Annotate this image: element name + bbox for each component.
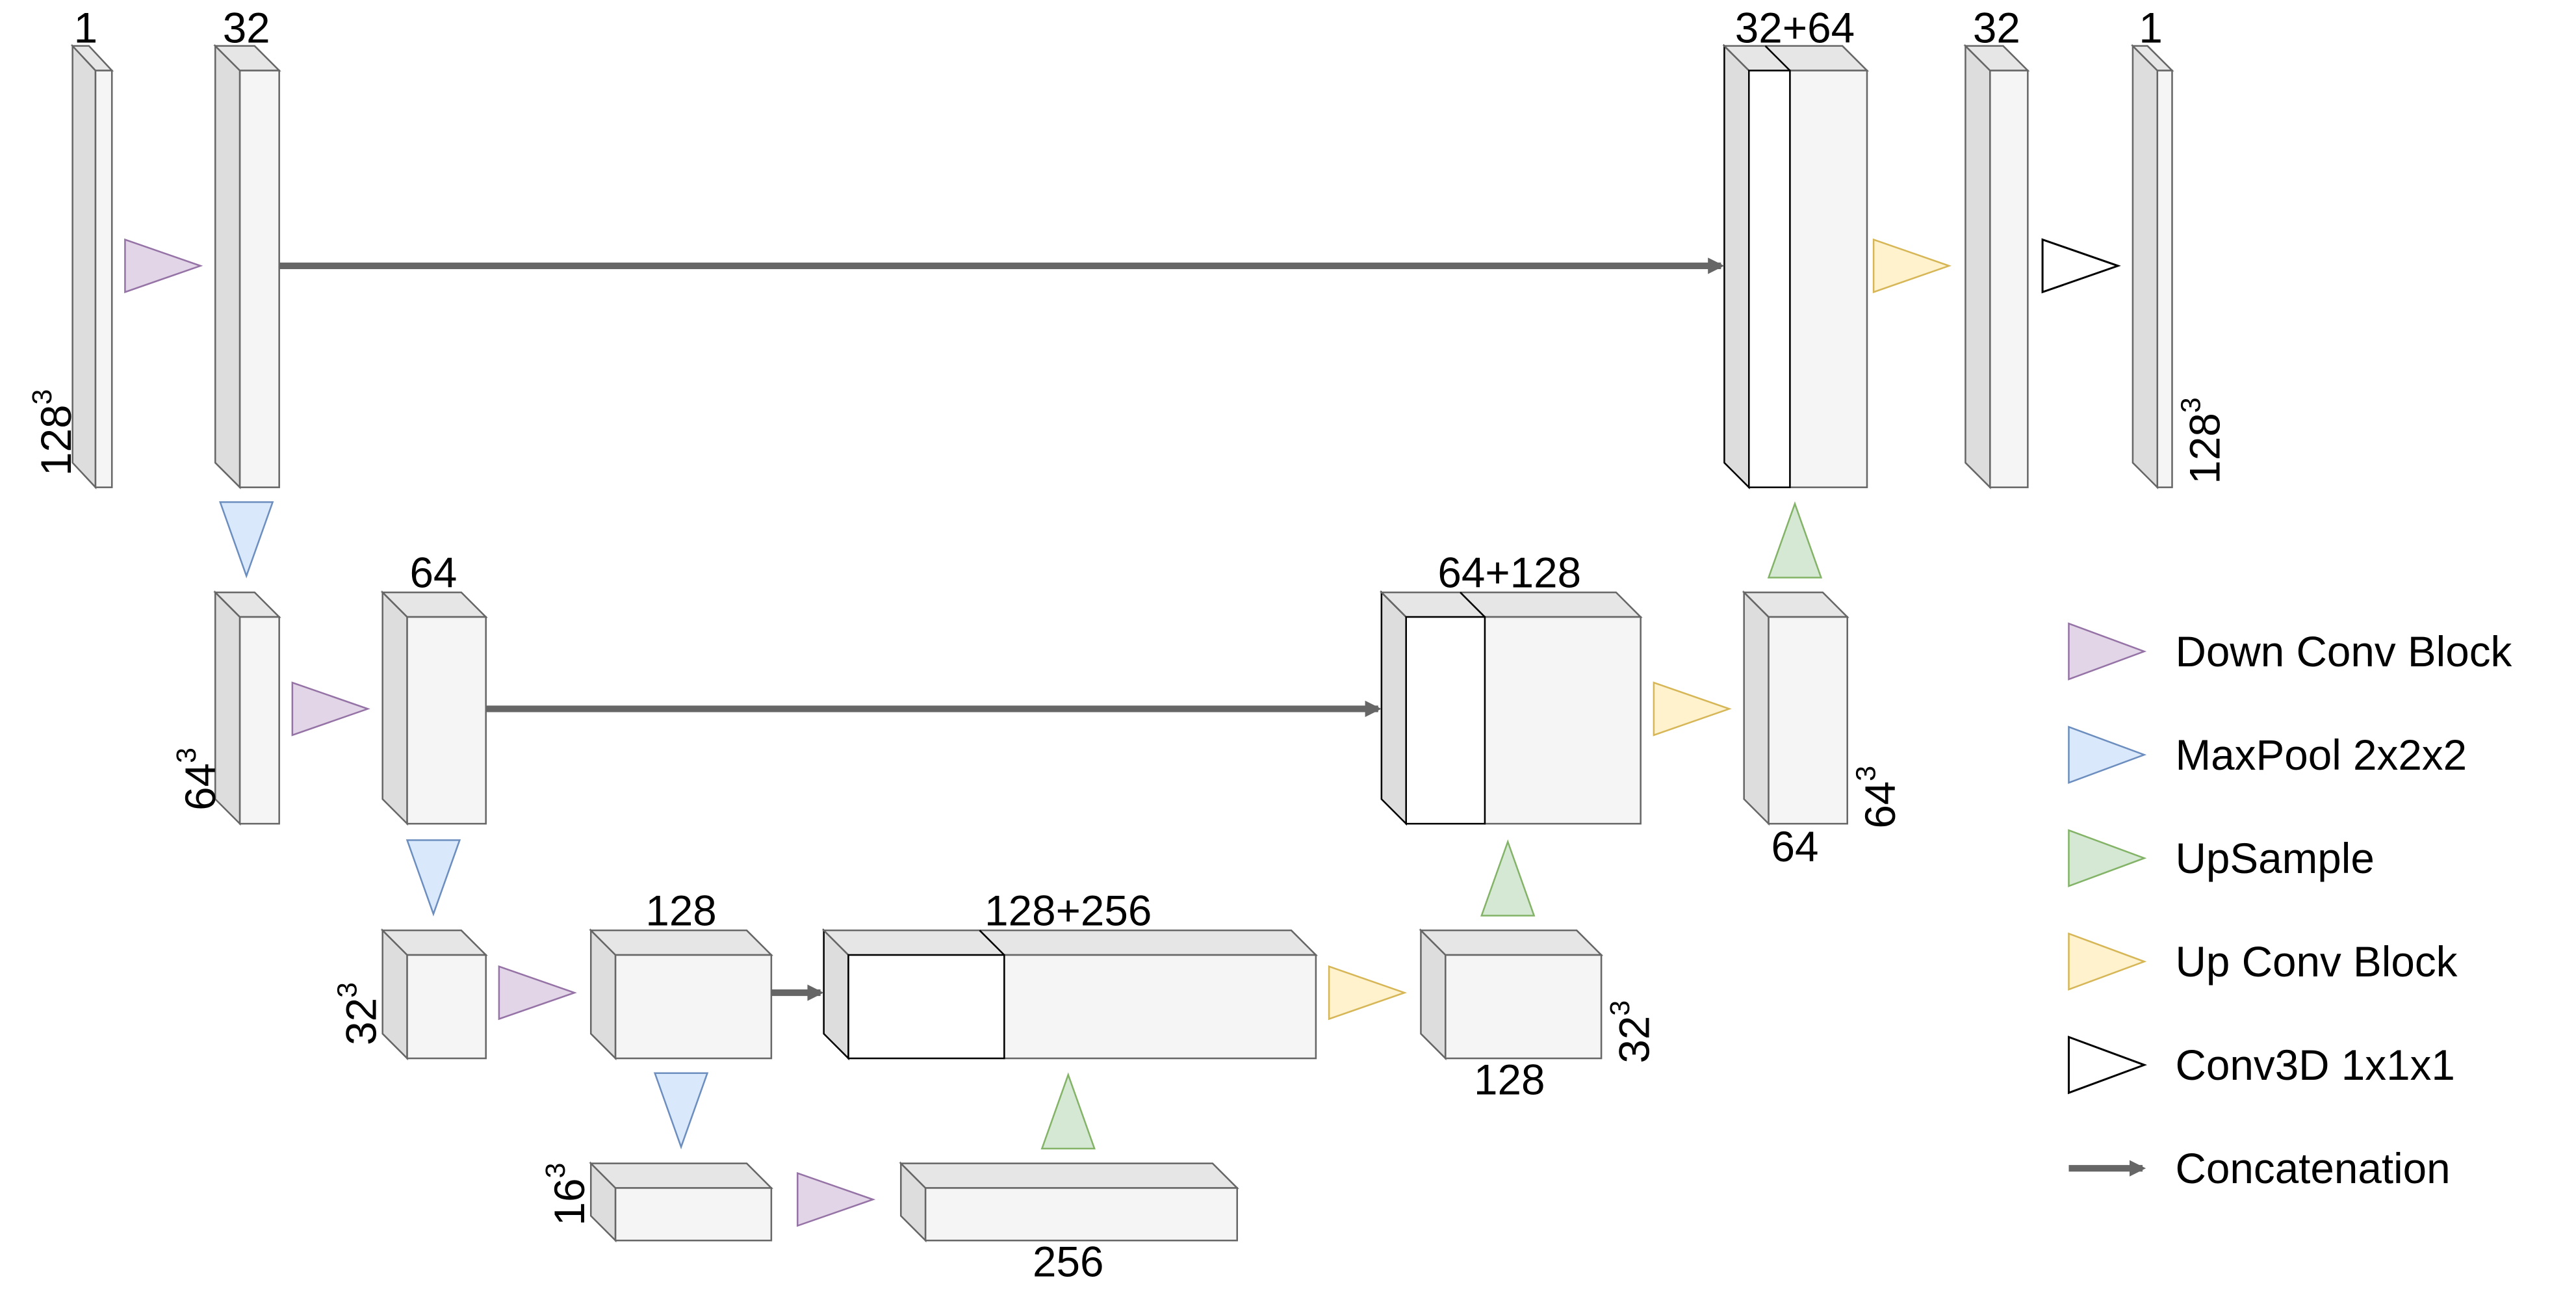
- enc3-size-label: 323: [331, 982, 385, 1045]
- svg-text:1283: 1283: [2175, 397, 2228, 484]
- conv3d-triangle-icon: [2067, 1036, 2147, 1095]
- upsample-triangle-icon: [2068, 829, 2147, 887]
- dec2-concat-channels-label: 64+128: [1437, 549, 1581, 597]
- down-conv-triangle-icon: [498, 965, 577, 1021]
- enc2-conv-channels-label: 64: [409, 549, 457, 597]
- enc3-conv-channels-label: 128: [645, 887, 716, 935]
- enc1-size-exp: 3: [27, 389, 58, 405]
- legend-label-down-conv: Down Conv Block: [2176, 628, 2512, 675]
- output-size-exp: 3: [2175, 397, 2206, 413]
- dec3-conv-channels-label: 128: [1474, 1056, 1545, 1104]
- dec2-size-label: 643: [1851, 766, 1904, 829]
- svg-text:323: 323: [1604, 1000, 1658, 1064]
- enc1-conv-channels-label: 32: [223, 5, 270, 52]
- dec1-concat-channels-label: 32+64: [1735, 5, 1855, 52]
- legend-item-upsample: UpSample: [2068, 829, 2375, 887]
- legend-item-up-conv: Up Conv Block: [2068, 932, 2458, 991]
- legend: Down Conv Block MaxPool 2x2x2 UpSample U…: [2067, 622, 2512, 1192]
- output-volume-block: [2130, 44, 2174, 490]
- enc1-size-base: 128: [32, 405, 80, 476]
- enc2-pooled-block: [213, 590, 281, 826]
- dec2-concat-block: [1379, 590, 1643, 826]
- upsample-triangle-icon: [1040, 1072, 1096, 1150]
- maxpool-triangle-icon: [2068, 725, 2147, 784]
- bottleneck-size-exp: 3: [540, 1163, 571, 1179]
- dec1-conv-block: [1963, 44, 2030, 490]
- dec2-conv-channels-label: 64: [1771, 823, 1818, 870]
- dec2-size-exp: 3: [1851, 766, 1882, 781]
- bottleneck-size-base: 16: [546, 1179, 593, 1226]
- upsample-triangle-icon: [1767, 501, 1823, 579]
- legend-label-up-conv: Up Conv Block: [2176, 938, 2458, 986]
- enc2-size-label: 643: [171, 748, 224, 811]
- dec3-size-label: 323: [1604, 1000, 1658, 1064]
- legend-label-conv3d: Conv3D 1x1x1: [2176, 1041, 2455, 1089]
- input-volume-block: [70, 44, 114, 490]
- enc2-size-base: 64: [177, 763, 224, 811]
- legend-item-conv3d: Conv3D 1x1x1: [2067, 1036, 2455, 1095]
- maxpool-triangle-icon: [406, 839, 461, 917]
- enc3-pooled-block: [380, 928, 488, 1061]
- svg-text:1283: 1283: [27, 389, 80, 476]
- output-size-label: 1283: [2175, 397, 2228, 484]
- up-conv-triangle-icon: [1653, 681, 1732, 737]
- enc1-conv-block: [213, 44, 281, 490]
- enc3-conv-block: [589, 928, 773, 1061]
- enc2-conv-block: [380, 590, 488, 826]
- down-conv-triangle-icon: [291, 681, 370, 737]
- legend-item-maxpool: MaxPool 2x2x2: [2068, 725, 2467, 784]
- dec3-conv-block: [1419, 928, 1604, 1061]
- legend-label-upsample: UpSample: [2176, 835, 2375, 882]
- legend-label-maxpool: MaxPool 2x2x2: [2176, 731, 2467, 779]
- svg-text:323: 323: [331, 982, 385, 1045]
- up-conv-triangle-icon: [2068, 932, 2147, 991]
- dec2-conv-block: [1742, 590, 1849, 826]
- output-size-base: 128: [2182, 413, 2229, 484]
- maxpool-triangle-icon: [219, 501, 274, 579]
- svg-text:163: 163: [540, 1163, 593, 1226]
- down-conv-triangle-icon: [797, 1171, 876, 1227]
- dec1-concat-block: [1722, 44, 1870, 490]
- svg-text:643: 643: [171, 748, 224, 811]
- upsample-triangle-icon: [1480, 839, 1536, 917]
- dec3-concat-block: [821, 928, 1318, 1061]
- enc1-size-label: 1283: [27, 389, 80, 476]
- dec3-size-base: 32: [1610, 1016, 1658, 1064]
- enc3-size-base: 32: [338, 998, 385, 1045]
- down-conv-triangle-icon: [124, 238, 203, 294]
- enc1-input-channels-label: 1: [74, 5, 98, 52]
- legend-item-concatenation: Concatenation: [2068, 1145, 2451, 1192]
- enc3-size-exp: 3: [331, 982, 363, 998]
- bottleneck-size-label: 163: [540, 1163, 593, 1226]
- conv3d-triangle-icon: [2041, 238, 2121, 294]
- dec2-size-base: 64: [1857, 781, 1904, 829]
- legend-item-down-conv: Down Conv Block: [2068, 622, 2512, 681]
- legend-label-concatenation: Concatenation: [2176, 1145, 2451, 1192]
- bottleneck-conv-channels-label: 256: [1033, 1238, 1103, 1286]
- dec3-size-exp: 3: [1604, 1000, 1636, 1016]
- up-conv-triangle-icon: [1328, 965, 1408, 1021]
- dec1-conv-channels-label: 32: [1973, 5, 2020, 52]
- up-conv-triangle-icon: [1872, 238, 1952, 294]
- bottleneck-pooled-block: [589, 1161, 773, 1243]
- dec3-concat-channels-label: 128+256: [985, 887, 1152, 935]
- maxpool-triangle-icon: [653, 1072, 709, 1150]
- down-conv-triangle-icon: [2068, 622, 2147, 681]
- bottleneck-conv-block: [899, 1161, 1239, 1243]
- output-channels-label: 1: [2139, 5, 2163, 52]
- svg-text:643: 643: [1851, 766, 1904, 829]
- enc2-size-exp: 3: [171, 748, 202, 763]
